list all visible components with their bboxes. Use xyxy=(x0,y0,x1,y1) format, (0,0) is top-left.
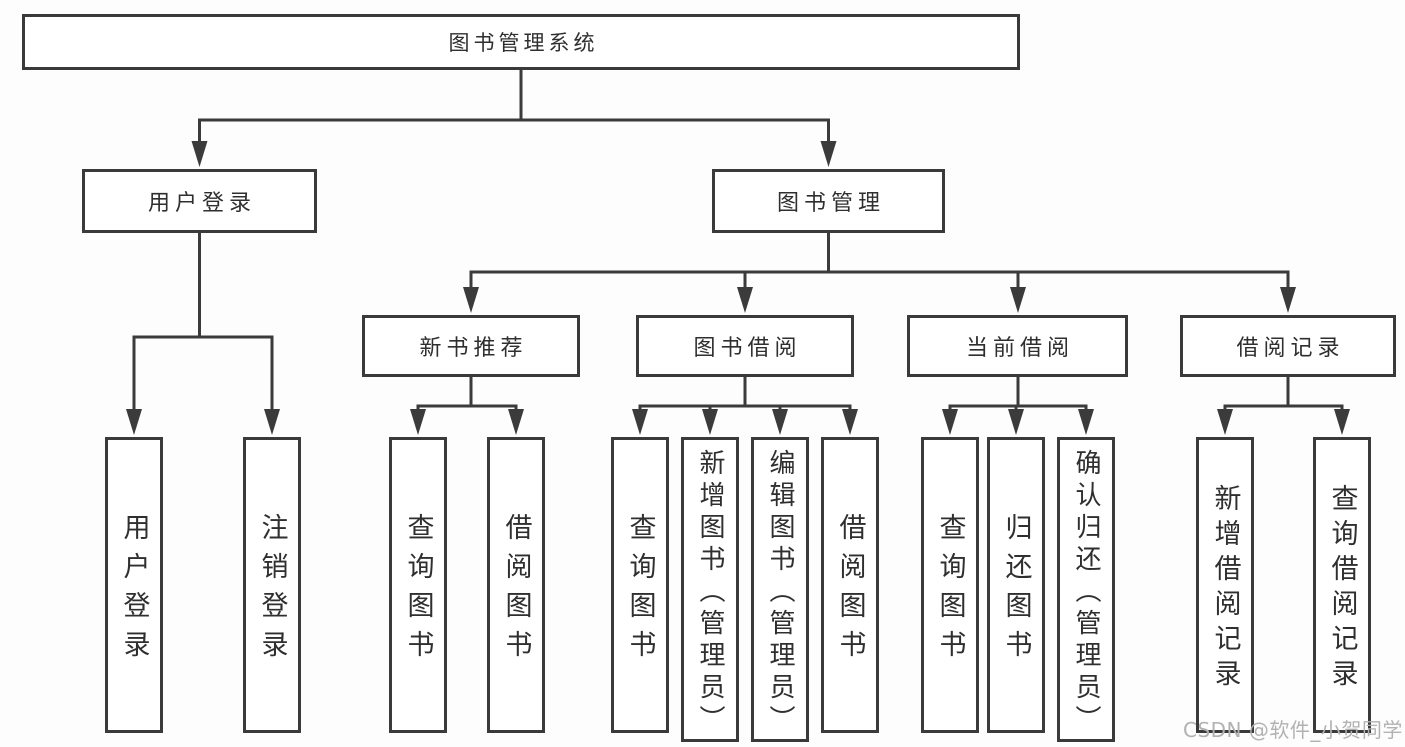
node-label: 借阅图书 xyxy=(500,513,532,669)
node-root-library-management-system: 图书管理系统 xyxy=(22,14,1020,70)
node-label: 借阅图书 xyxy=(834,513,866,669)
arrow-down-icon xyxy=(191,141,208,167)
arrow-down-icon xyxy=(1334,409,1350,435)
node-label: 查询图书 xyxy=(402,513,434,669)
node-current-borrow: 当前借阅 xyxy=(907,315,1128,377)
leaf-add-borrow-record: 新增借阅记录 xyxy=(1196,437,1254,733)
node-label: 查询图书 xyxy=(934,513,966,669)
arrow-down-icon xyxy=(842,409,858,435)
leaf-borrow-book-under-recommend: 借阅图书 xyxy=(487,437,545,733)
node-borrow-records: 借阅记录 xyxy=(1180,315,1396,377)
csdn-watermark: CSDN @软件_小贺同学 xyxy=(1183,718,1403,742)
arrow-down-icon xyxy=(264,409,280,435)
node-label: 图书管理系统 xyxy=(448,31,599,55)
leaf-confirm-return-admin: 确认归还（管理员） xyxy=(1057,437,1115,742)
leaf-query-book-under-current: 查询图书 xyxy=(921,437,979,733)
leaf-logout-login: 注销登录 xyxy=(243,437,301,733)
leaf-return-book: 归还图书 xyxy=(987,437,1045,733)
node-label: 图书管理 xyxy=(776,191,885,216)
node-label: 查询图书 xyxy=(624,513,656,669)
node-new-book-recommend: 新书推荐 xyxy=(362,315,580,377)
node-label: 注销登录 xyxy=(256,513,288,669)
node-label: 查询借阅记录 xyxy=(1326,484,1358,694)
node-book-borrow: 图书借阅 xyxy=(636,315,854,377)
node-label: 图书借阅 xyxy=(693,336,802,361)
node-label: 用户登录 xyxy=(118,513,150,669)
node-label: 归还图书 xyxy=(1000,513,1032,669)
arrow-down-icon xyxy=(942,409,958,435)
connector-line xyxy=(132,118,1344,408)
arrow-down-icon xyxy=(702,409,718,435)
node-label: 编辑图书（管理员） xyxy=(765,448,795,737)
leaf-borrow-book-under-borrow: 借阅图书 xyxy=(821,437,879,733)
arrow-down-icon xyxy=(1280,287,1296,313)
leaf-query-borrow-record: 查询借阅记录 xyxy=(1313,437,1371,733)
node-label: 确认归还（管理员） xyxy=(1071,448,1101,737)
node-label: 当前借阅 xyxy=(965,336,1074,361)
leaf-edit-book-admin: 编辑图书（管理员） xyxy=(751,437,809,742)
leaf-query-book-under-borrow: 查询图书 xyxy=(611,437,669,733)
arrow-down-icon xyxy=(463,287,479,313)
arrow-down-icon xyxy=(772,409,788,435)
connector-line xyxy=(198,70,1290,408)
arrow-down-icon xyxy=(632,409,648,435)
arrow-down-icon xyxy=(820,141,837,167)
arrow-down-icon xyxy=(126,409,142,435)
arrow-down-icon xyxy=(1078,409,1094,435)
leaf-add-book-admin: 新增图书（管理员） xyxy=(681,437,739,742)
node-label: 新增借阅记录 xyxy=(1209,484,1241,694)
leaf-user-login: 用户登录 xyxy=(105,437,163,733)
leaf-query-book-under-recommend: 查询图书 xyxy=(389,437,447,733)
arrow-down-icon xyxy=(737,287,753,313)
arrow-down-icon xyxy=(1217,409,1233,435)
node-label: 用户登录 xyxy=(147,191,256,216)
node-book-management: 图书管理 xyxy=(712,169,945,233)
node-label: 新书推荐 xyxy=(419,336,528,361)
arrow-down-icon xyxy=(1010,287,1026,313)
node-label: 借阅记录 xyxy=(1236,336,1345,361)
arrow-down-icon xyxy=(410,409,426,435)
arrow-down-icon xyxy=(1008,409,1024,435)
node-user-login: 用户登录 xyxy=(82,169,317,233)
arrow-down-icon xyxy=(508,409,524,435)
node-label: 新增图书（管理员） xyxy=(695,448,725,737)
